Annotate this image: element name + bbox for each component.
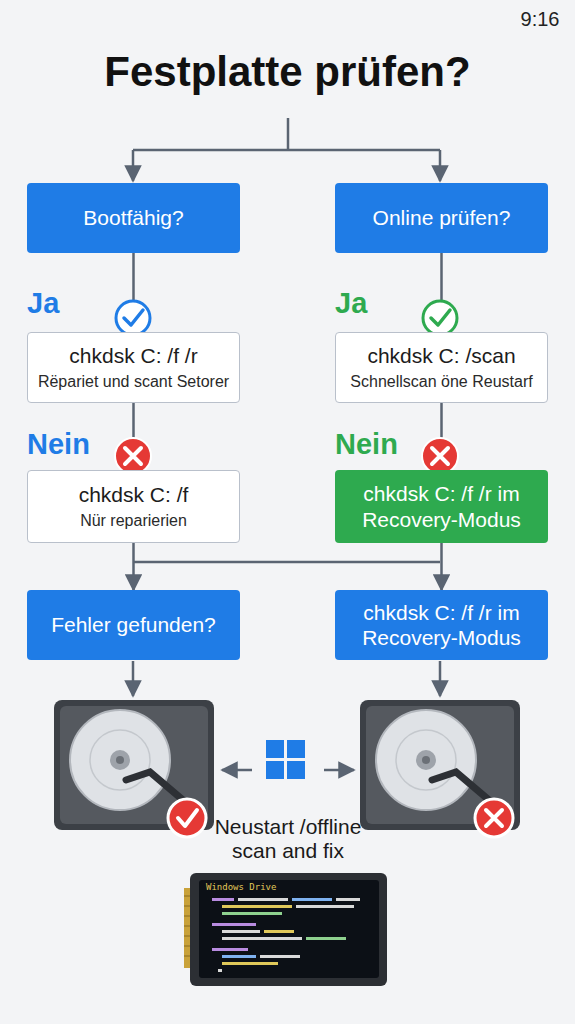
command-box: chkdsk C: /scanSchnellscan öne Reustarf [335, 332, 548, 403]
process-box: chkdsk C: /f /r im Recovery-Modus [335, 590, 548, 660]
status-time: 9:16 [510, 8, 570, 31]
flow-arrow [440, 403, 443, 470]
cross-icon [422, 438, 458, 474]
flow-arrow [132, 543, 135, 590]
node-text: chkdsk C: /f /r im Recovery-Modus [343, 600, 540, 650]
edge-label: Nein [27, 428, 90, 461]
flow-arrow [132, 403, 135, 470]
check-icon [116, 301, 150, 335]
process-box: Online prüfen? [335, 183, 548, 253]
note-text: Neustart /offline scan and fix [190, 815, 386, 863]
flow-arrow [440, 253, 443, 332]
process-box: Fehler gefunden? [27, 590, 240, 660]
node-text: chkdsk C: /f /r [69, 343, 197, 368]
diagram-title: Festplatte prüfen? [0, 48, 575, 96]
hard-drive-failed [360, 700, 520, 837]
flow-arrow [132, 253, 135, 332]
edge-label: Nein [335, 428, 398, 461]
merge-line [133, 561, 440, 564]
node-subtext: Schnellscan öne Reustarf [350, 372, 532, 392]
ssd-drive [184, 873, 387, 986]
cross-icon [115, 438, 151, 474]
node-text: chkdsk C: /f [79, 482, 189, 507]
command-box: chkdsk C: /f /r Rëpariet und scant Setore… [27, 332, 240, 403]
node-text: chkdsk C: /scan [367, 343, 515, 368]
process-box: chkdsk C: /f /r im Recovery-Modus [335, 470, 548, 543]
screen-text: Windows Drive [206, 882, 326, 892]
edge-label: Ja [335, 287, 367, 320]
node-subtext: Nür reparierien [80, 511, 187, 531]
node-subtext: Rëpariet und scant Setorer [38, 372, 229, 392]
edge-label: Ja [27, 287, 59, 320]
node-text: Fehler gefunden? [51, 612, 216, 637]
check-icon [423, 301, 457, 335]
flow-arrow [440, 543, 443, 590]
process-box: Bootfähig? [27, 183, 240, 253]
hard-drive-ok [54, 700, 214, 837]
windows-logo [266, 740, 305, 779]
node-text: Online prüfen? [373, 205, 511, 230]
node-text: Bootfähig? [83, 205, 183, 230]
terminal-lines [212, 898, 360, 972]
node-text: chkdsk C: /f /r im Recovery-Modus [343, 481, 540, 531]
command-box: chkdsk C: /f Nür reparierien [27, 470, 240, 543]
title-connector [133, 118, 440, 181]
